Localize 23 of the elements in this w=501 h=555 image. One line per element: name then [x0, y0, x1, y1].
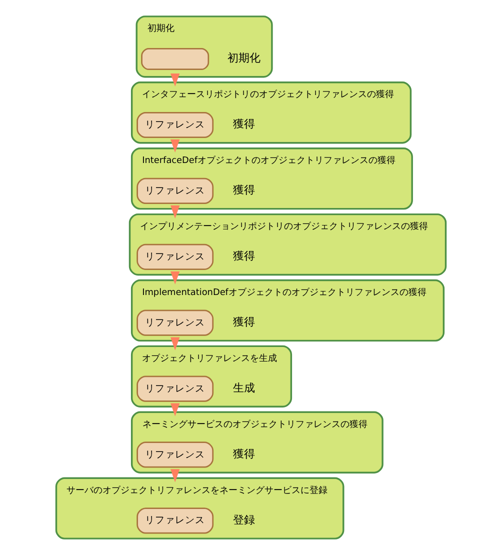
arrow: [170, 271, 180, 284]
node-box: リファレンス: [136, 442, 214, 468]
node-label: 登録: [232, 513, 254, 526]
arrow: [170, 139, 180, 153]
node-label: 生成: [232, 381, 254, 394]
node-box: リファレンス: [136, 508, 214, 534]
node-box: リファレンス: [136, 244, 214, 270]
node-label: 初期化: [226, 52, 260, 65]
node-box: リファレンス: [136, 310, 214, 336]
node-label: 獲得: [232, 315, 254, 328]
arrow: [170, 403, 180, 416]
node-label: 獲得: [232, 118, 254, 131]
node-label: 獲得: [232, 184, 254, 197]
node-box: リファレンス: [136, 178, 214, 204]
arrow: [170, 337, 180, 350]
node-label: 獲得: [232, 447, 254, 460]
node-box: [140, 48, 209, 70]
node-box: リファレンス: [136, 112, 214, 138]
arrow: [170, 469, 180, 482]
node-box: リファレンス: [136, 376, 214, 402]
node-label: 獲得: [232, 250, 254, 262]
arrow: [170, 205, 180, 218]
arrow: [170, 73, 180, 87]
